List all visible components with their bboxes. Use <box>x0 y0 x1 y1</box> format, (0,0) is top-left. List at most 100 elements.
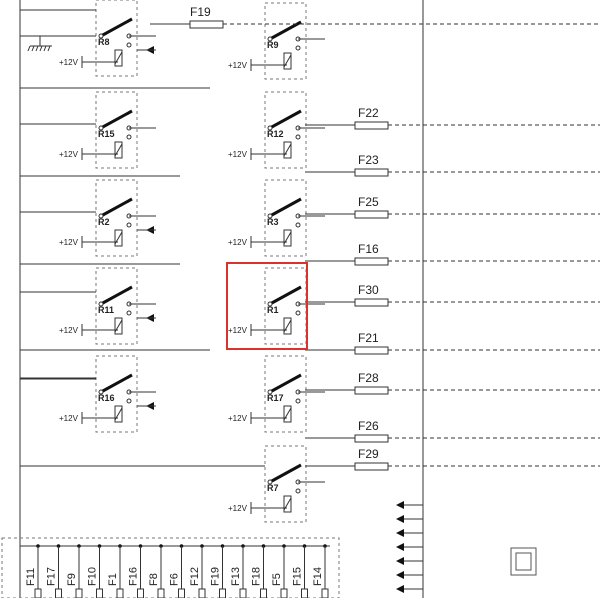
block-fuse <box>157 588 165 598</box>
bus-arrow-icon <box>396 543 404 551</box>
relay-coil <box>283 405 292 423</box>
relay-coil <box>114 405 123 423</box>
block-fuse <box>137 588 144 598</box>
contact-nc <box>295 488 301 494</box>
relay-r12-frame <box>264 91 307 169</box>
fuse-f19 <box>189 20 224 29</box>
block-fuse <box>116 588 124 598</box>
fuse-block-label-f15: F15 <box>292 567 304 586</box>
relay-coil <box>283 141 292 159</box>
relay-label-r3: R3 <box>267 217 279 227</box>
supply-label: +12V <box>228 326 248 335</box>
block-fuse <box>178 588 185 598</box>
block-fuse <box>239 588 247 598</box>
fuse-block-label-f19: F19 <box>210 567 222 586</box>
relay-switch-arm <box>100 109 133 130</box>
contact-nc <box>295 222 301 228</box>
relay-switch-arm <box>269 463 302 484</box>
relay-label-r17: R17 <box>267 393 284 403</box>
relay-label-r9: R9 <box>267 40 279 50</box>
block-fuse <box>75 588 83 598</box>
bus-arrow-icon <box>396 585 404 593</box>
bus-arrow-icon <box>396 529 404 537</box>
relay-label-r16: R16 <box>98 393 115 403</box>
contact-nc <box>126 134 132 140</box>
relay-switch-arm <box>269 109 302 130</box>
relay-switch-arm <box>269 285 302 306</box>
contact-nc <box>295 310 301 316</box>
relay-switch-arm <box>269 20 302 41</box>
relay-r11-frame <box>95 267 138 345</box>
relay-coil <box>283 495 292 513</box>
contact-nc <box>295 398 301 404</box>
fuse-block-label-f18: F18 <box>251 567 263 586</box>
fuse-label: F19 <box>190 5 211 19</box>
relay-label-r1: R1 <box>267 305 279 315</box>
bus-arrow-icon <box>396 501 404 509</box>
fuse-block-label-f11: F11 <box>25 568 37 586</box>
contact-common <box>267 213 273 219</box>
supply-label: +12V <box>228 504 248 513</box>
contact-nc <box>126 42 132 48</box>
fuse-label: F23 <box>358 153 379 167</box>
contact-common <box>98 301 104 307</box>
fuse-block-label-f5: F5 <box>271 573 283 586</box>
relay-switch-arm <box>100 373 133 394</box>
relay-label-r12: R12 <box>267 129 284 139</box>
fuse-label: F25 <box>358 195 379 209</box>
relay-label-r15: R15 <box>98 129 115 139</box>
relay-switch-arm <box>269 373 302 394</box>
relay-coil <box>283 317 292 335</box>
fuse-label: F16 <box>358 242 379 256</box>
fuse-label: F29 <box>358 447 379 461</box>
supply-label: +12V <box>228 61 248 70</box>
block-fuse <box>260 588 267 598</box>
fuse-block-label-f8: F8 <box>148 573 160 586</box>
contact-common <box>98 125 104 131</box>
fuse-block-label-f6: F6 <box>169 573 181 586</box>
fuse-f23 <box>354 168 389 177</box>
fuse-block-label-f17: F17 <box>46 567 58 586</box>
fuse-f28 <box>354 386 389 395</box>
relay-switch-arm <box>269 197 302 218</box>
supply-label: +12V <box>59 150 79 159</box>
relay-coil <box>114 141 123 159</box>
relay-switch-arm <box>100 197 133 218</box>
fuse-label: F28 <box>358 371 379 385</box>
contact-common <box>98 213 104 219</box>
fuse-block-label-f14: F14 <box>312 567 324 586</box>
fuse-f25 <box>354 210 389 219</box>
bus-arrow-icon <box>396 571 404 579</box>
bus-arrow-icon <box>396 557 404 565</box>
contact-common <box>98 389 104 395</box>
highlight-box <box>226 262 308 350</box>
contact-nc <box>295 45 301 51</box>
block-fuse <box>34 588 42 598</box>
relay-coil <box>114 317 123 335</box>
fuse-block-label-f13: F13 <box>230 567 242 586</box>
diagram-elements: R8+12VR9+12VR15+12VR12+12VR2+12VR3+12VR1… <box>20 0 600 598</box>
relay-r17-frame <box>264 355 307 433</box>
block-fuse <box>280 588 288 598</box>
fuse-f16 <box>354 257 389 266</box>
fuse-block-label-f16: F16 <box>128 567 140 586</box>
contact-common <box>267 301 273 307</box>
fuse-f21 <box>354 346 389 355</box>
contact-common <box>267 389 273 395</box>
fuse-f26 <box>354 434 389 443</box>
contact-nc <box>126 398 132 404</box>
relay-switch-arm <box>100 285 133 306</box>
block-fuse <box>321 588 329 598</box>
fuse-block-label-f10: F10 <box>87 567 99 586</box>
contact-common <box>267 36 273 42</box>
block-fuse <box>55 588 62 598</box>
supply-label: +12V <box>59 58 79 67</box>
relay-r7-frame <box>264 445 307 523</box>
relay-r3-frame <box>264 179 307 257</box>
relay-r2-frame <box>95 179 138 257</box>
relay-coil <box>114 229 123 247</box>
supply-label: +12V <box>228 414 248 423</box>
fuse-label: F26 <box>358 419 379 433</box>
relay-coil <box>283 229 292 247</box>
